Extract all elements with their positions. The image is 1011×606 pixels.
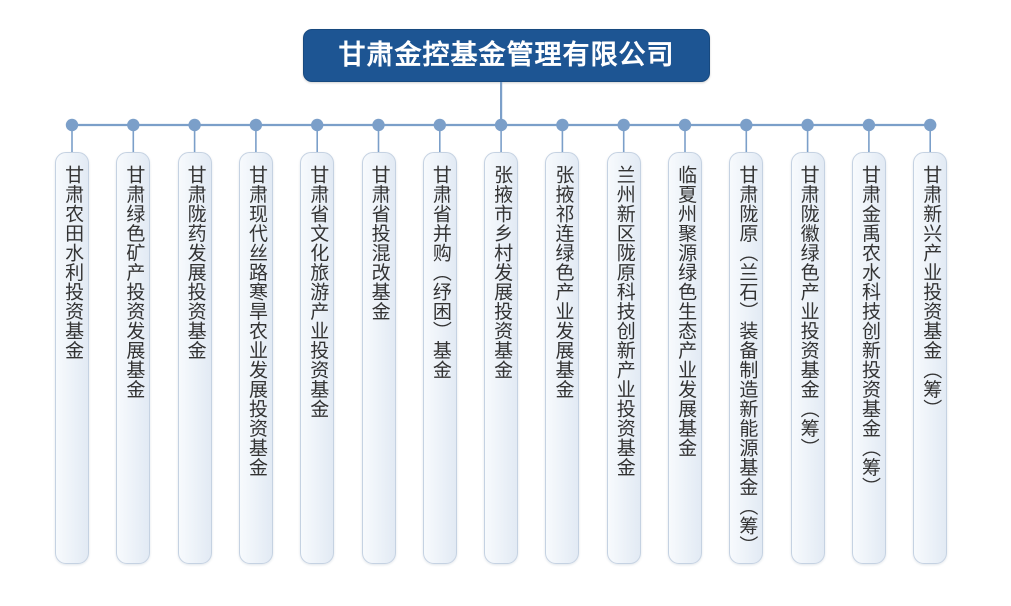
fund-node-label: 甘肃绿色矿产投资发展基金 — [123, 165, 145, 399]
fund-node-2[interactable]: 甘肃绿色矿产投资发展基金 — [116, 152, 151, 564]
fund-node-10[interactable]: 兰州新区陇原科技创新产业投资基金 — [606, 152, 641, 564]
fund-node-6[interactable]: 甘肃省投混改基金 — [361, 152, 396, 564]
fund-node-label: 甘肃金禹农水科技创新投资基金（筹） — [858, 165, 880, 497]
fund-node-label: 甘肃新兴产业投资基金（筹） — [920, 165, 942, 419]
fund-node-1[interactable]: 甘肃农田水利投资基金 — [55, 152, 89, 564]
fund-node-label: 甘肃省文化旅游产业投资基金 — [307, 165, 329, 419]
fund-node-label: 张掖市乡村发展投资基金 — [491, 165, 513, 380]
fund-node-3[interactable]: 甘肃陇药发展投资基金 — [177, 152, 212, 564]
fund-node-label: 甘肃省并购（纾困）基金 — [429, 165, 451, 380]
fund-node-label: 甘肃陇原（兰石）装备制造新能源基金（筹） — [736, 165, 758, 555]
fund-node-14[interactable]: 甘肃金禹农水科技创新投资基金（筹） — [851, 152, 886, 564]
fund-node-label: 张掖祁连绿色产业发展基金 — [552, 165, 574, 399]
fund-node-5[interactable]: 甘肃省文化旅游产业投资基金 — [300, 152, 335, 564]
fund-node-label: 甘肃陇徽绿色产业投资基金（筹） — [797, 165, 819, 458]
root-company-box[interactable]: 甘肃金控基金管理有限公司 — [303, 29, 710, 82]
fund-node-label: 甘肃陇药发展投资基金 — [184, 165, 206, 360]
fund-node-4[interactable]: 甘肃现代丝路寒旱农业发展投资基金 — [238, 152, 273, 564]
fund-node-12[interactable]: 甘肃陇原（兰石）装备制造新能源基金（筹） — [729, 152, 764, 564]
fund-node-13[interactable]: 甘肃陇徽绿色产业投资基金（筹） — [790, 152, 825, 564]
fund-node-7[interactable]: 甘肃省并购（纾困）基金 — [422, 152, 457, 564]
fund-node-label: 甘肃现代丝路寒旱农业发展投资基金 — [245, 165, 267, 477]
fund-node-label: 甘肃农田水利投资基金 — [62, 165, 84, 360]
fund-node-label: 甘肃省投混改基金 — [368, 165, 390, 321]
fund-node-label: 临夏州聚源绿色生态产业发展基金 — [675, 165, 697, 458]
fund-node-label: 兰州新区陇原科技创新产业投资基金 — [613, 165, 635, 477]
fund-node-8[interactable]: 张掖市乡村发展投资基金 — [484, 152, 519, 564]
fund-node-9[interactable]: 张掖祁连绿色产业发展基金 — [545, 152, 580, 564]
root-company-title: 甘肃金控基金管理有限公司 — [338, 40, 675, 70]
fund-node-11[interactable]: 临夏州聚源绿色生态产业发展基金 — [668, 152, 702, 564]
fund-node-15[interactable]: 甘肃新兴产业投资基金（筹） — [913, 152, 948, 564]
